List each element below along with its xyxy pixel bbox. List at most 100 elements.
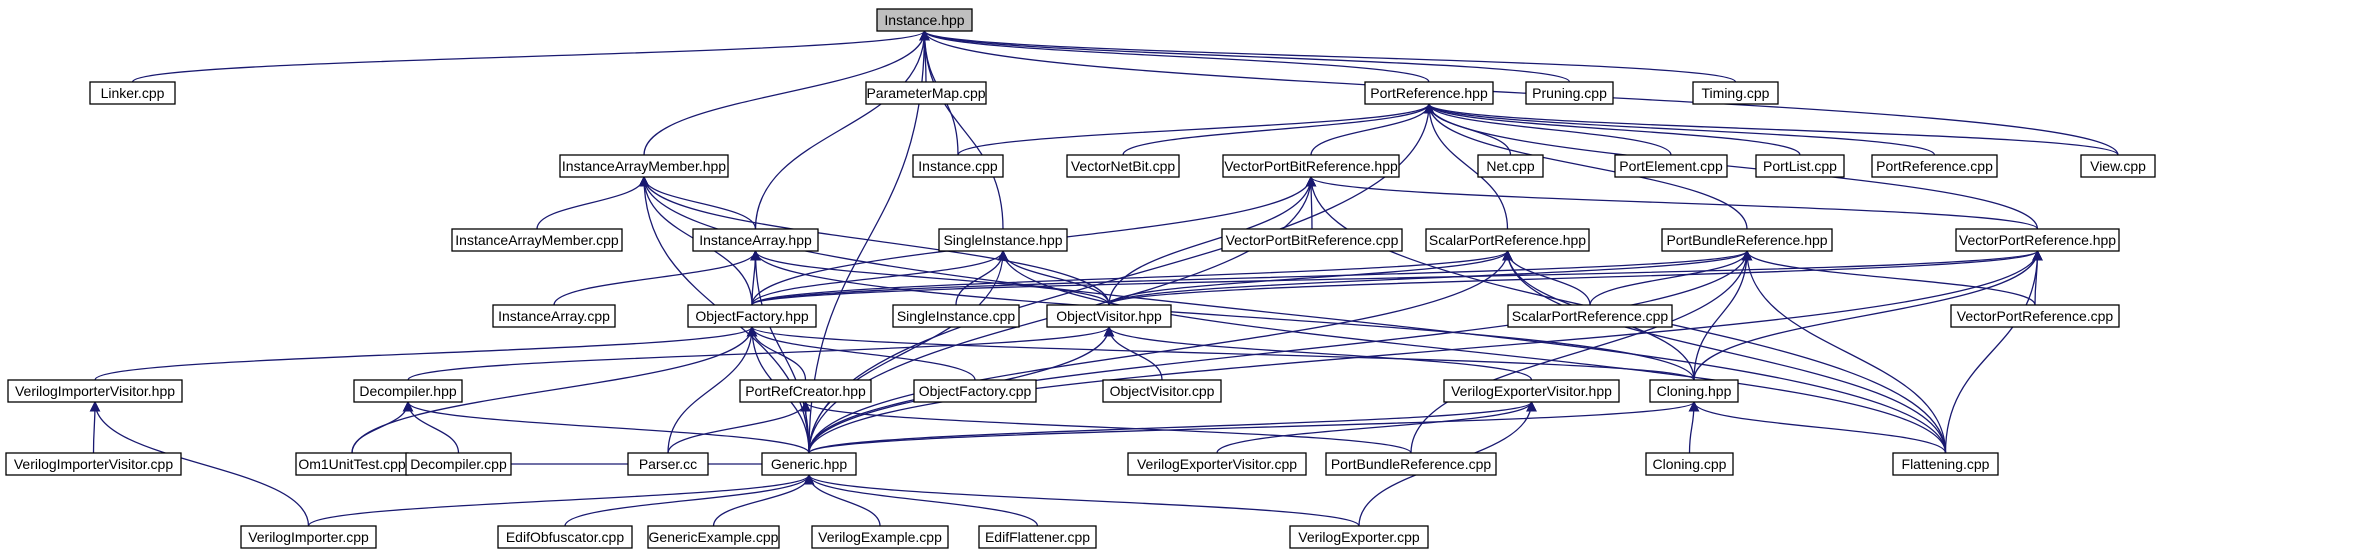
node-box[interactable] [912,154,1004,178]
node-box[interactable] [647,525,780,549]
node-box[interactable] [451,228,623,252]
node-box[interactable] [497,525,633,549]
node-box[interactable] [892,304,1020,328]
node-timing-cpp[interactable]: Timing.cpp [1692,81,1779,105]
node-box[interactable] [7,379,183,403]
node-parser-cc[interactable]: Parser.cc [627,452,709,476]
node-scalarportreference-cpp[interactable]: ScalarPortReference.cpp [1507,304,1673,328]
node-objectfactory-cpp[interactable]: ObjectFactory.cpp [913,379,1037,403]
node-box[interactable] [1046,304,1172,328]
edge-arrowhead [1423,102,1435,114]
node-genericexample-cpp[interactable]: GenericExample.cpp [647,525,780,549]
node-box[interactable] [353,379,463,403]
node-box[interactable] [1692,81,1779,105]
node-instancearray-cpp[interactable]: InstanceArray.cpp [492,304,616,328]
node-decompiler-cpp[interactable]: Decompiler.cpp [405,452,512,476]
node-vectorportreference-cpp[interactable]: VectorPortReference.cpp [1950,304,2120,328]
node-generic-hpp[interactable]: Generic.hpp [761,452,857,476]
node-objectfactory-hpp[interactable]: ObjectFactory.hpp [687,304,817,328]
node-box[interactable] [1955,228,2120,252]
node-box[interactable] [1425,228,1590,252]
node-verilogexportervisitor-cpp[interactable]: VerilogExporterVisitor.cpp [1127,452,1307,476]
node-instancearraymember-cpp[interactable]: InstanceArrayMember.cpp [451,228,623,252]
node-verilogexample-cpp[interactable]: VerilogExample.cpp [811,525,949,549]
node-box[interactable] [1645,452,1734,476]
node-box[interactable] [405,452,512,476]
node-box[interactable] [492,304,616,328]
node-cloning-cpp[interactable]: Cloning.cpp [1645,452,1734,476]
node-pruning-cpp[interactable]: Pruning.cpp [1525,81,1614,105]
node-box[interactable] [687,304,817,328]
node-box[interactable] [1066,154,1180,178]
node-portelement-cpp[interactable]: PortElement.cpp [1614,154,1728,178]
node-om1unittest-cpp[interactable]: Om1UnitTest.cpp [295,452,409,476]
node-singleinstance-cpp[interactable]: SingleInstance.cpp [892,304,1020,328]
node-box[interactable] [1614,154,1728,178]
node-scalarportreference-hpp[interactable]: ScalarPortReference.hpp [1425,228,1590,252]
node-box[interactable] [1755,154,1845,178]
node-box[interactable] [1892,452,1999,476]
node-instancearray-hpp[interactable]: InstanceArray.hpp [692,228,819,252]
node-box[interactable] [1127,452,1307,476]
node-box[interactable] [2080,154,2156,178]
node-verilogexportervisitor-hpp[interactable]: VerilogExporterVisitor.hpp [1443,379,1620,403]
node-edifobfuscator-cpp[interactable]: EdifObfuscator.cpp [497,525,633,549]
node-box[interactable] [1661,228,1833,252]
node-box[interactable] [89,81,176,105]
node-verilogexporter-cpp[interactable]: VerilogExporter.cpp [1289,525,1429,549]
node-box[interactable] [1364,81,1494,105]
node-decompiler-hpp[interactable]: Decompiler.hpp [353,379,463,403]
node-box[interactable] [1102,379,1222,403]
node-box[interactable] [240,525,377,549]
node-vectorportreference-hpp[interactable]: VectorPortReference.hpp [1955,228,2120,252]
node-linker-cpp[interactable]: Linker.cpp [89,81,176,105]
node-instance-cpp[interactable]: Instance.cpp [912,154,1004,178]
node-box[interactable] [1871,154,1998,178]
node-portbundlereference-cpp[interactable]: PortBundleReference.cpp [1325,452,1497,476]
node-box[interactable] [1289,525,1429,549]
node-objectvisitor-hpp[interactable]: ObjectVisitor.hpp [1046,304,1172,328]
node-box[interactable] [692,228,819,252]
node-net-cpp[interactable]: Net.cpp [1477,154,1544,178]
node-objectvisitor-cpp[interactable]: ObjectVisitor.cpp [1102,379,1222,403]
node-flattening-cpp[interactable]: Flattening.cpp [1892,452,1999,476]
node-box[interactable] [876,8,973,32]
node-box[interactable] [1525,81,1614,105]
node-vectorportbitreference-cpp[interactable]: VectorPortBitReference.cpp [1221,228,1403,252]
node-cloning-hpp[interactable]: Cloning.hpp [1649,379,1739,403]
node-verilogimporter-cpp[interactable]: VerilogImporter.cpp [240,525,377,549]
node-vectorportbitreference-hpp[interactable]: VectorPortBitReference.hpp [1222,154,1400,178]
node-box[interactable] [1221,228,1403,252]
node-box[interactable] [1507,304,1673,328]
node-vectornetbit-cpp[interactable]: VectorNetBit.cpp [1066,154,1180,178]
node-box[interactable] [1325,452,1497,476]
node-portlist-cpp[interactable]: PortList.cpp [1755,154,1845,178]
node-box[interactable] [811,525,949,549]
node-box[interactable] [761,452,857,476]
node-box[interactable] [978,525,1097,549]
node-instancearraymember-hpp[interactable]: InstanceArrayMember.hpp [559,154,729,178]
node-box[interactable] [1950,304,2120,328]
node-view-cpp[interactable]: View.cpp [2080,154,2156,178]
node-edifflattener-cpp[interactable]: EdifFlattener.cpp [978,525,1097,549]
node-box[interactable] [627,452,709,476]
node-box[interactable] [739,379,872,403]
node-singleinstance-hpp[interactable]: SingleInstance.hpp [938,228,1068,252]
node-box[interactable] [913,379,1037,403]
node-box[interactable] [5,452,182,476]
node-verilogimportervisitor-cpp[interactable]: VerilogImporterVisitor.cpp [5,452,182,476]
node-box[interactable] [1649,379,1739,403]
node-portrefcreator-hpp[interactable]: PortRefCreator.hpp [739,379,872,403]
node-parametermap-cpp[interactable]: ParameterMap.cpp [865,81,987,105]
node-portbundlereference-hpp[interactable]: PortBundleReference.hpp [1661,228,1833,252]
node-portreference-cpp[interactable]: PortReference.cpp [1871,154,1998,178]
node-box[interactable] [1222,154,1400,178]
node-box[interactable] [1443,379,1620,403]
node-box[interactable] [559,154,729,178]
node-instance-hpp[interactable]: Instance.hpp [876,8,973,32]
node-box[interactable] [938,228,1068,252]
node-verilogimportervisitor-hpp[interactable]: VerilogImporterVisitor.hpp [7,379,183,403]
node-box[interactable] [1477,154,1544,178]
node-portreference-hpp[interactable]: PortReference.hpp [1364,81,1494,105]
node-box[interactable] [865,81,987,105]
